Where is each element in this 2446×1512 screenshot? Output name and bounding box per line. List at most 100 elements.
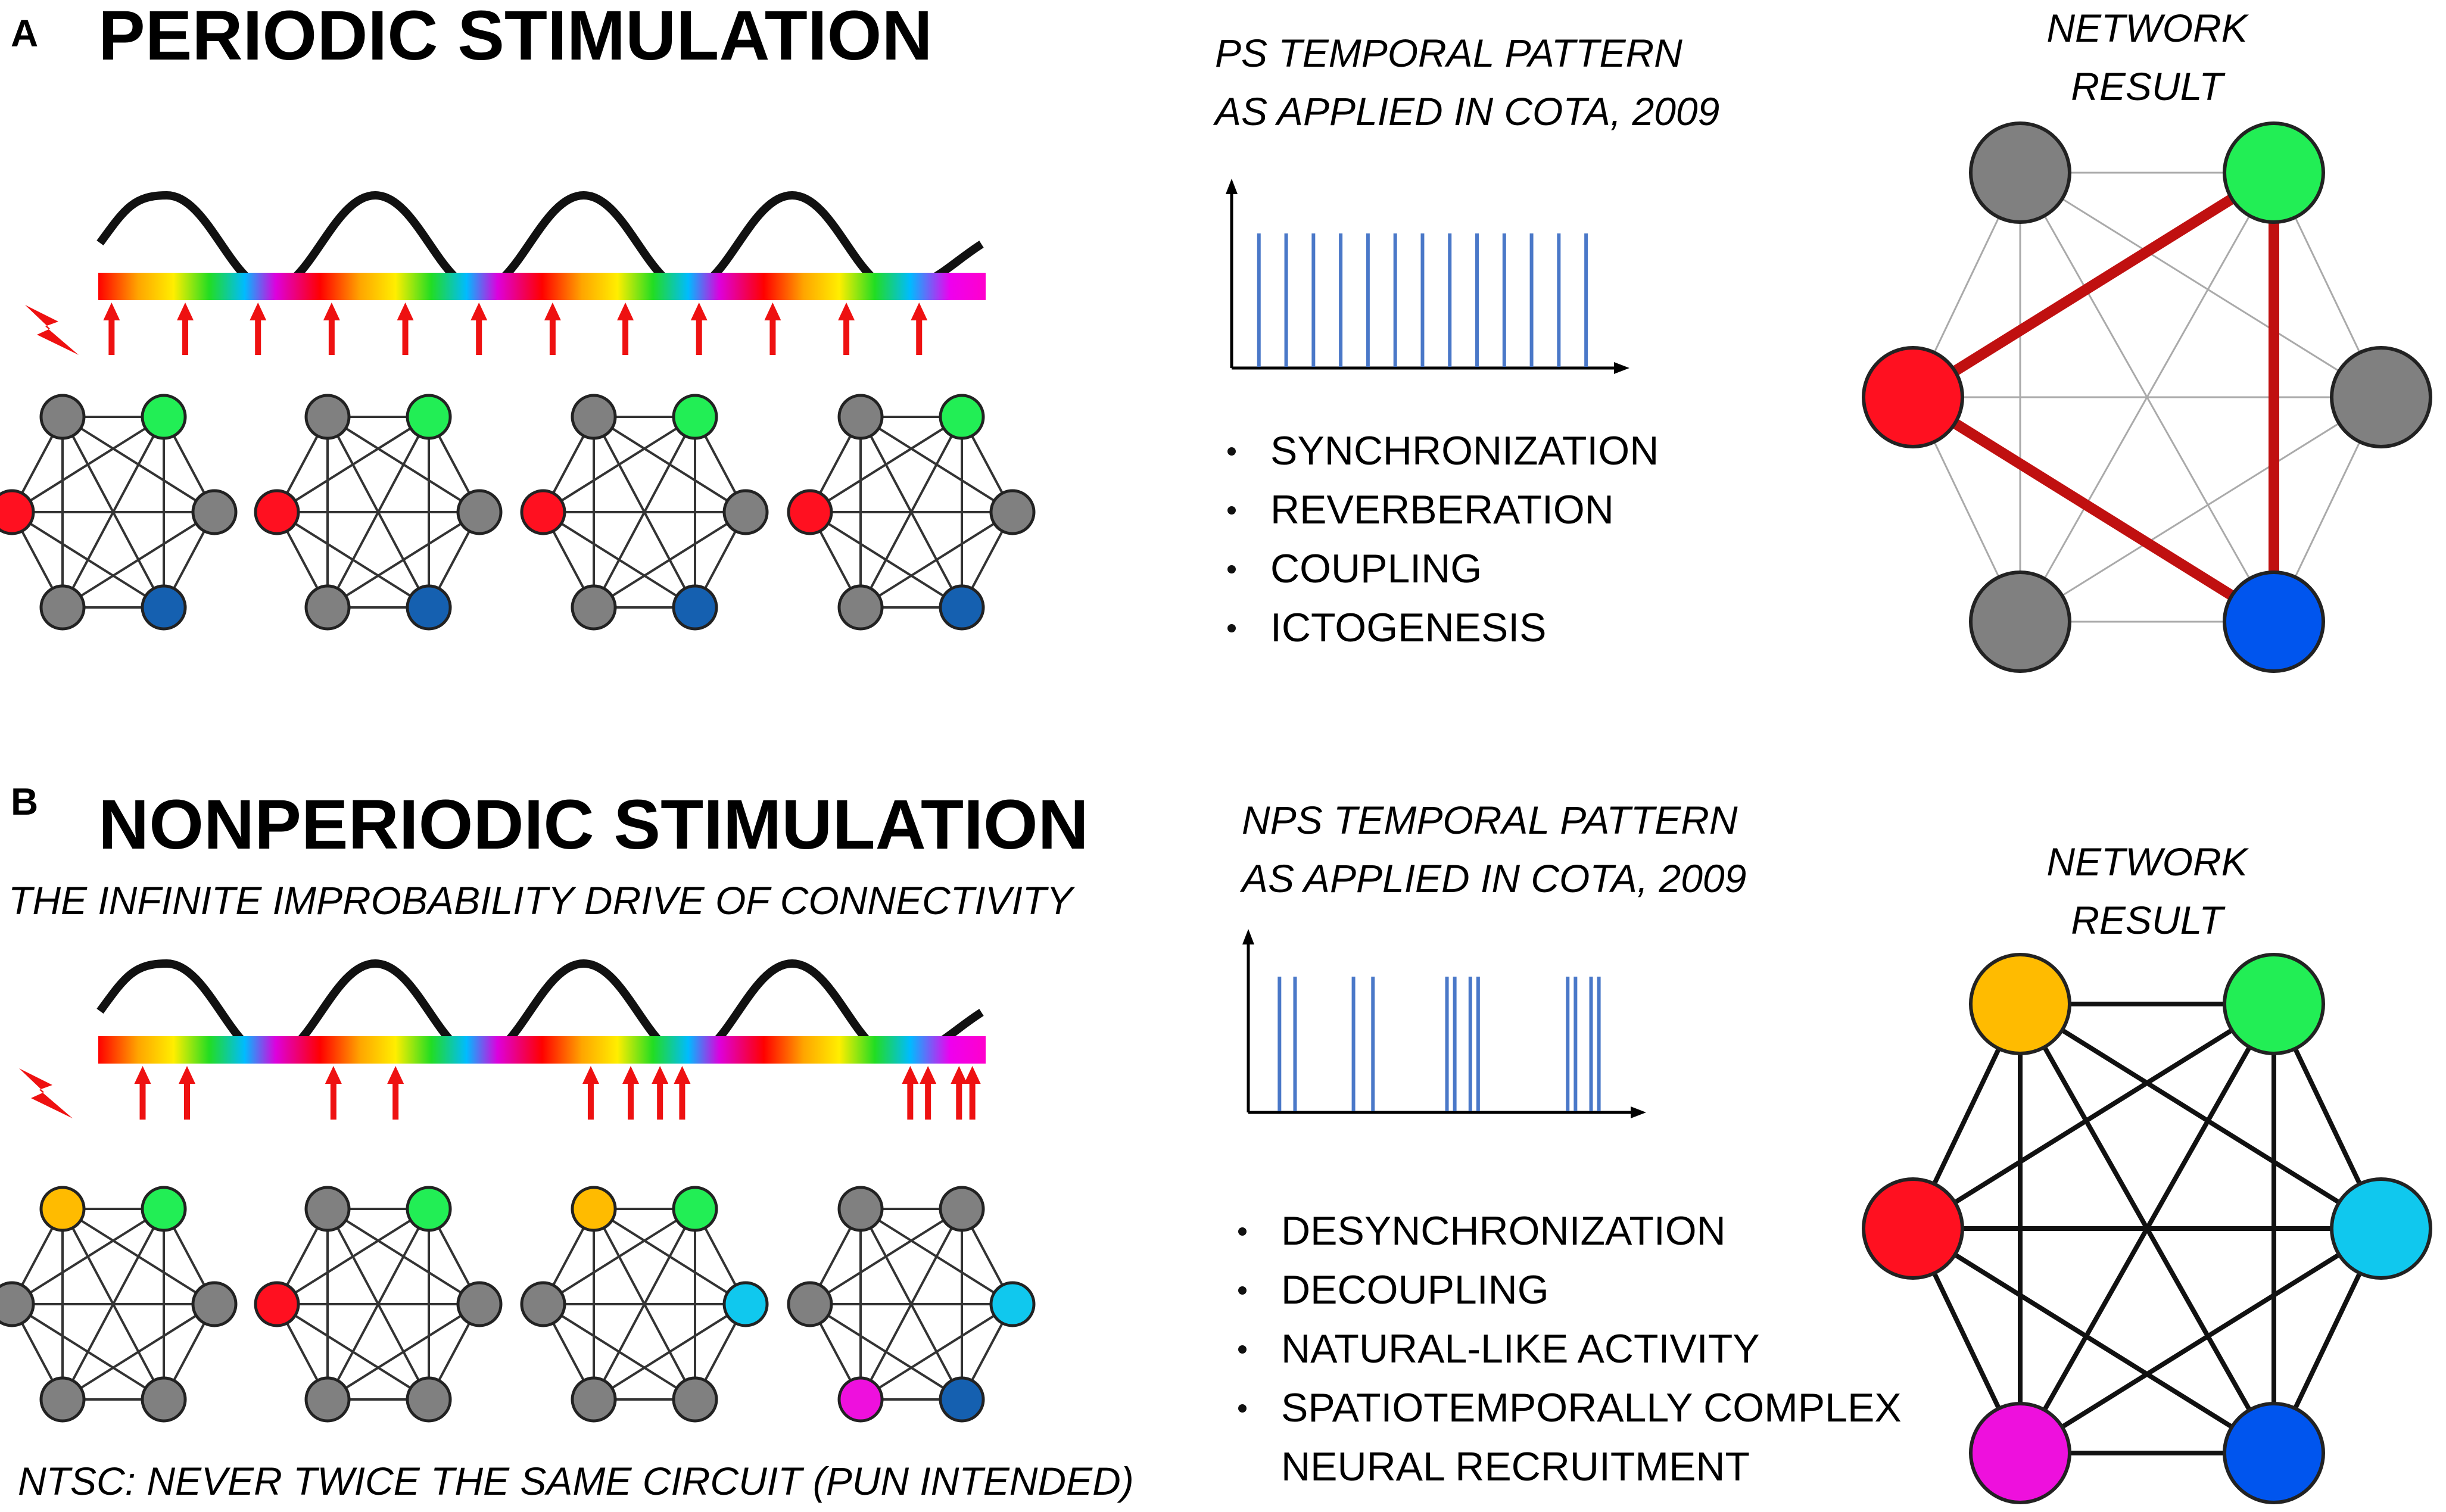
spike-train-b (1242, 929, 1646, 1118)
small-network-node (141, 394, 187, 440)
small-network-edge (809, 416, 963, 513)
small-network-edge (276, 416, 430, 513)
small-network-edge (326, 511, 481, 609)
stimulus-arrows-a (103, 303, 928, 355)
big-network-a-node (1862, 346, 1964, 448)
bullet-item: NATURAL-LIKE ACTIVITY (1281, 1326, 1760, 1371)
big-network-a-node (2223, 570, 2325, 673)
small-network-node (254, 1281, 300, 1327)
small-network (254, 1186, 503, 1423)
bullet-marker (1238, 1227, 1247, 1236)
small-network-edge (326, 1303, 481, 1401)
stimulus-arrowhead (964, 1066, 981, 1084)
small-network-node (39, 1376, 86, 1423)
small-network-edge (809, 1208, 963, 1305)
big-network-b-node (2330, 1177, 2432, 1280)
big-network-b-node (1969, 953, 2071, 1055)
bullet-marker (1227, 506, 1236, 515)
stimulus-arrowhead (920, 1066, 937, 1084)
big-network-b-node (1862, 1177, 1964, 1280)
stimulus-arrowhead (544, 303, 561, 320)
panel-b: B NONPERIODIC STIMULATION THE INFINITE I… (0, 780, 2432, 1504)
small-network (787, 1186, 1036, 1423)
small-network-node (304, 1186, 351, 1232)
small-network-node (722, 1281, 769, 1327)
pattern-title-b-line1: NPS TEMPORAL PATTERN (1242, 798, 1738, 842)
spike-train-a (1226, 179, 1629, 374)
big-network-a-edge (2020, 172, 2382, 398)
small-networks-a (0, 394, 1036, 631)
small-network-node (520, 1281, 566, 1327)
stimulus-arrowhead (323, 303, 340, 320)
small-network-edge (11, 1303, 165, 1401)
bullet-marker (1238, 1404, 1247, 1413)
result-title-b-line1: NETWORK (2046, 840, 2249, 884)
small-network-node (787, 1281, 833, 1327)
big-network-a-node (2223, 121, 2325, 224)
pattern-title-a-line2: AS APPLIED IN COTA, 2009 (1213, 89, 1719, 133)
phase-bar-b (98, 1036, 986, 1064)
small-network-node (141, 584, 187, 631)
small-network-node (304, 584, 351, 631)
small-network (0, 394, 238, 631)
small-network-edge (276, 1208, 430, 1305)
lightning-icon-a (25, 305, 79, 355)
small-network-edge (593, 511, 747, 609)
stimulus-arrowhead (690, 303, 708, 320)
bullet-item: DECOUPLING (1281, 1267, 1549, 1313)
bullet-item: COUPLING (1270, 546, 1482, 591)
small-network-node (141, 1376, 187, 1423)
small-network-node (39, 1186, 86, 1232)
panel-b-title: NONPERIODIC STIMULATION (98, 785, 1089, 864)
small-network-node (141, 1186, 187, 1232)
small-network-node (837, 394, 884, 440)
small-network-node (837, 1376, 884, 1423)
big-network-b-node (2223, 1402, 2325, 1504)
small-network-node (672, 1186, 718, 1232)
pattern-title-a-line1: PS TEMPORAL PATTERN (1215, 31, 1682, 75)
small-network-node (722, 489, 769, 535)
small-network-node (571, 584, 617, 631)
big-network-b-edge (1911, 1002, 2276, 1231)
stimulus-arrowhead (764, 303, 781, 320)
panel-a-letter: A (11, 12, 38, 55)
panel-b-footer: NTSC: NEVER TWICE THE SAME CIRCUIT (PUN … (18, 1459, 1134, 1503)
small-network-edge (542, 1208, 696, 1305)
stimulus-arrowhead (902, 1066, 919, 1084)
small-network-node (672, 394, 718, 440)
panel-a: A PERIODIC STIMULATION PS TEMPORAL PATTE… (0, 0, 2432, 673)
big-network-a (1862, 121, 2432, 673)
bullet-list-a: SYNCHRONIZATIONREVERBERATIONCOUPLINGICTO… (1227, 428, 1659, 650)
small-network-node (456, 1281, 503, 1327)
small-network-node (0, 489, 35, 535)
small-network-node (191, 489, 238, 535)
small-network (787, 394, 1036, 631)
y-axis-arrow-b (1242, 929, 1254, 944)
small-network-node (191, 1281, 238, 1327)
small-network-node (304, 394, 351, 440)
small-network-edge (11, 1208, 165, 1305)
stimulus-arrowhead (951, 1066, 968, 1084)
sine-wave-a (96, 191, 984, 294)
result-title-b-line2: RESULT (2071, 898, 2226, 942)
small-network-edge (542, 416, 696, 513)
pattern-title-b-line2: AS APPLIED IN COTA, 2009 (1239, 856, 1746, 900)
x-axis-arrow-a (1614, 362, 1629, 374)
stimulus-arrowhead (617, 303, 634, 320)
small-network-node (571, 394, 617, 440)
stimulus-arrowhead (838, 303, 855, 320)
small-network-node (39, 584, 86, 631)
lightning-icon-b (19, 1068, 73, 1118)
small-network-node (406, 584, 452, 631)
small-network-node (672, 584, 718, 631)
stimulus-arrowhead (387, 1066, 404, 1084)
small-network-node (672, 1376, 718, 1423)
small-network-edge (809, 1303, 963, 1401)
small-network-edge (276, 511, 430, 609)
big-network-b-node (2223, 953, 2325, 1055)
small-network-node (939, 394, 985, 440)
big-network-a-edge (2020, 396, 2382, 623)
small-network-edge (11, 416, 165, 513)
spikes-a (1257, 233, 1588, 367)
bullet-marker (1238, 1286, 1247, 1295)
